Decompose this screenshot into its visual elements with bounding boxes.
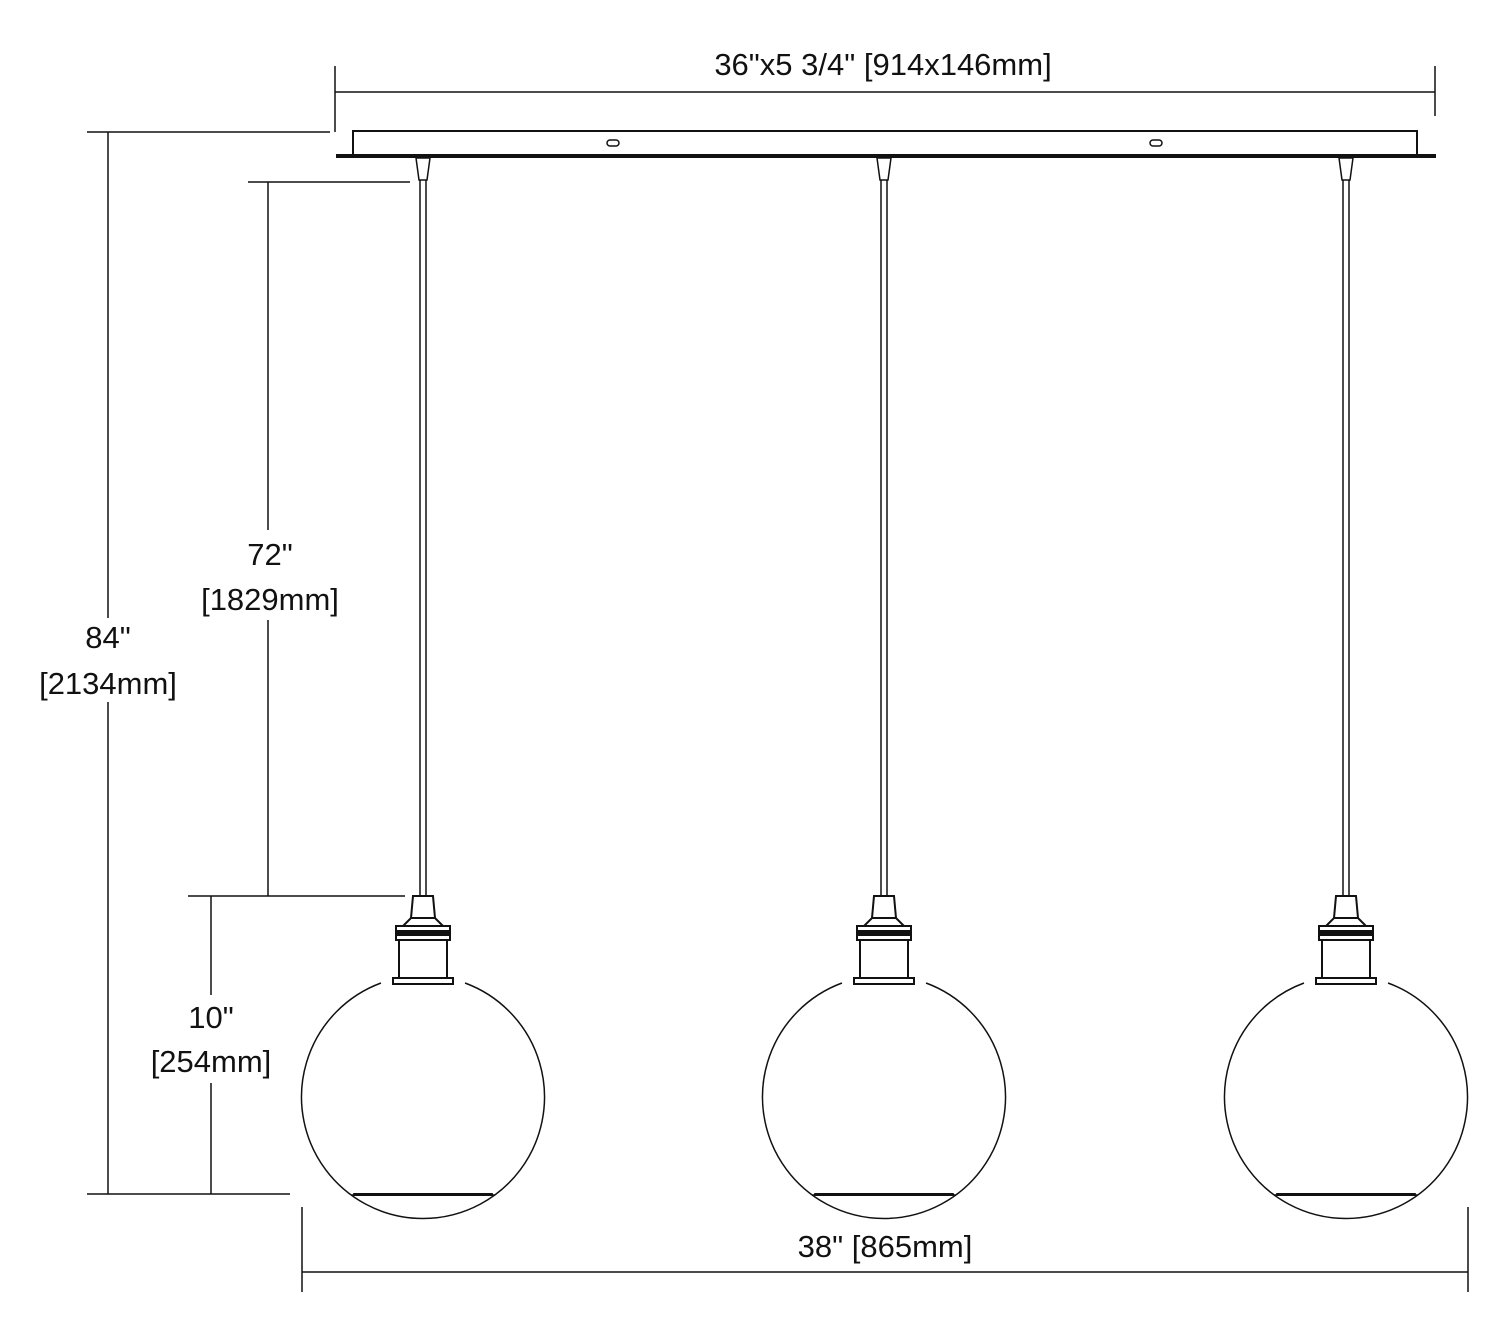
- shade-height-in: 10": [188, 1000, 234, 1035]
- mounting-hole: [606, 139, 620, 147]
- shade-height-dimension: 10" [254mm]: [138, 896, 284, 1194]
- canopy: [336, 130, 1436, 158]
- mounting-hole: [1149, 139, 1163, 147]
- pendant: [300, 157, 546, 1220]
- overall-width-dimension: 38" [865mm]: [301, 1207, 1469, 1292]
- canopy-width-dimension: 36"x5 3/4" [914x146mm]: [334, 47, 1436, 132]
- cord-length-in: 72": [247, 537, 293, 572]
- pendant: [1223, 157, 1469, 1220]
- overall-height-in: 84": [85, 620, 131, 655]
- overall-width-label: 38" [865mm]: [798, 1229, 973, 1264]
- shade-height-mm: [254mm]: [151, 1044, 272, 1079]
- pendant: [761, 157, 1007, 1220]
- cord-length-dimension: 72" [1829mm]: [185, 181, 410, 897]
- overall-height-mm: [2134mm]: [39, 666, 177, 701]
- canopy-dimension-label: 36"x5 3/4" [914x146mm]: [714, 47, 1051, 82]
- overall-height-dimension: 84" [2134mm]: [25, 131, 330, 1195]
- pendants: [300, 157, 1469, 1220]
- cord-length-mm: [1829mm]: [201, 582, 339, 617]
